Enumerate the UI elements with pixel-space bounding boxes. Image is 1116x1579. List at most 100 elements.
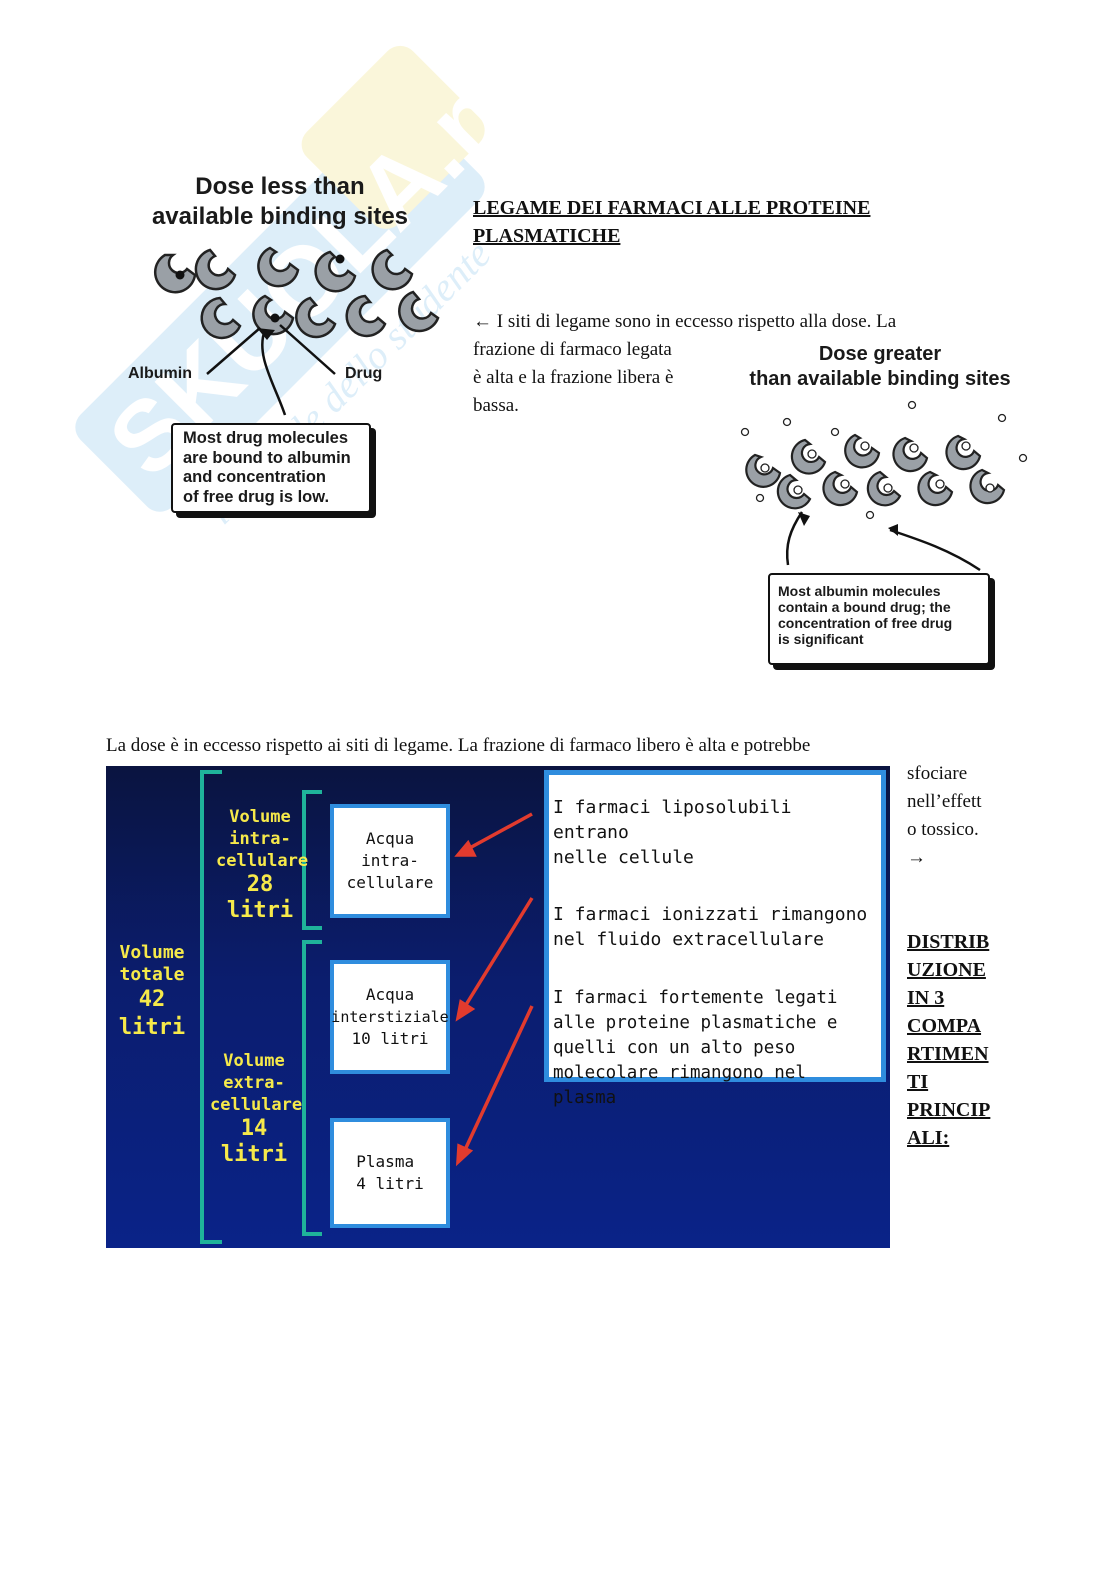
free-drug-icon bbox=[782, 417, 792, 427]
side-text-line2: nell’effett bbox=[907, 791, 982, 812]
intro-line3: è alta e la frazione libera è bbox=[473, 367, 674, 388]
drug-dot-icon bbox=[335, 254, 345, 264]
albumin-icon bbox=[257, 246, 300, 288]
side-heading-line3: IN 3 bbox=[907, 987, 945, 1009]
distribution-diagram: Volume totale 42 litri Volume intra- cel… bbox=[106, 766, 890, 1248]
box-intracellular-line1: Acqua bbox=[365, 829, 415, 848]
albumin-saturated-illustration bbox=[740, 400, 1028, 572]
intro-paragraph: ← I siti di legame sono in eccesso rispe… bbox=[473, 308, 896, 420]
side-heading-line7: PRINCIP bbox=[907, 1099, 991, 1121]
drug-dot-icon bbox=[807, 449, 817, 459]
box-intracellular-line2: intra- bbox=[361, 851, 419, 870]
callout-high-dose-line2: contain a bound drug; the bbox=[778, 599, 951, 615]
label-volume-total-line3: 42 litri bbox=[118, 987, 186, 1040]
info-box: I farmaci liposolubili entrano nelle cel… bbox=[544, 770, 886, 1108]
box-plasma: Plasma 4 litri bbox=[330, 1118, 450, 1228]
label-volume-extra-line2: extra- bbox=[223, 1073, 285, 1093]
box-interstitial-line3: 10 litri bbox=[351, 1029, 429, 1048]
info-b-line1: I farmaci ionizzati rimangono bbox=[553, 904, 868, 925]
figure-low-dose: Dose less than available binding sites bbox=[125, 170, 455, 525]
free-drug-icon bbox=[755, 493, 765, 503]
arrow-intra bbox=[465, 812, 533, 852]
albumin-icon bbox=[945, 434, 982, 471]
box-intracellular-line3: cellulare bbox=[346, 873, 434, 892]
label-drug: Drug bbox=[345, 365, 383, 382]
albumin-icon bbox=[398, 290, 440, 333]
page-heading-text: LEGAME DEI FARMACI ALLE PROTEINE PLASMAT… bbox=[473, 197, 871, 247]
side-heading-line2: UZIONE bbox=[907, 959, 986, 981]
side-heading: DISTRIB UZIONE IN 3 COMPA RTIMEN TI PRIN… bbox=[907, 928, 1017, 1152]
info-c-line3: quelli con un alto peso bbox=[553, 1038, 796, 1058]
page-heading: LEGAME DEI FARMACI ALLE PROTEINE PLASMAT… bbox=[473, 194, 943, 250]
info-a-line2: nelle cellule bbox=[553, 847, 694, 868]
side-heading-line6: TI bbox=[907, 1071, 929, 1093]
label-volume-intra-line2: intra- bbox=[229, 829, 291, 849]
arrow-interstitial bbox=[462, 897, 534, 1009]
side-text-line3: o tossico. bbox=[907, 819, 979, 840]
free-drug-icon bbox=[740, 427, 750, 437]
info-a-line1: I farmaci liposolubili entrano bbox=[553, 797, 792, 843]
figure-low-dose-title-line1: Dose less than bbox=[195, 173, 365, 200]
bracket-total bbox=[200, 770, 222, 1244]
excess-dose-text: La dose è in eccesso rispetto ai siti di… bbox=[106, 735, 811, 756]
label-volume-total-line1: Volume bbox=[119, 942, 185, 963]
drug-dot-icon bbox=[909, 443, 919, 453]
label-volume-intra-line1: Volume bbox=[229, 807, 291, 827]
drug-dot-icon bbox=[760, 463, 770, 473]
intro-line1: ← I siti di legame sono in eccesso rispe… bbox=[473, 311, 897, 332]
callout-high-dose-line3: concentration of free drug bbox=[778, 615, 953, 631]
albumin-icon bbox=[345, 294, 387, 338]
albumin-icon bbox=[194, 248, 237, 291]
figure-high-dose: Dose greater than available binding site… bbox=[730, 340, 1030, 670]
albumin-icon bbox=[866, 470, 902, 507]
callout-low-dose: Most drug molecules are bound to albumin… bbox=[171, 423, 371, 513]
bracket-intra bbox=[302, 790, 322, 930]
info-b-line2: nel fluido extracellulare bbox=[553, 929, 824, 950]
side-text: sfociare nell’effett o tossico. → bbox=[907, 760, 1007, 872]
side-heading-line1: DISTRIB bbox=[907, 931, 990, 953]
box-interstitial-line1: Acqua bbox=[365, 985, 415, 1004]
albumin-icon bbox=[822, 470, 859, 507]
albumin-icon bbox=[745, 453, 782, 488]
albumin-icon bbox=[892, 436, 929, 473]
drug-dot-icon bbox=[860, 441, 870, 451]
side-text-line4: → bbox=[907, 847, 926, 868]
label-volume-intra: Volume intra- cellulare 28 litri bbox=[216, 806, 308, 924]
drug-dot-icon bbox=[270, 313, 280, 323]
callout-low-dose-line1: Most drug molecules bbox=[183, 429, 349, 447]
label-volume-extra-line4: 14 litri bbox=[220, 1116, 288, 1167]
label-volume-extra-line3: cellulare bbox=[210, 1095, 303, 1115]
arrow-plasma bbox=[462, 1005, 534, 1153]
label-albumin: Albumin bbox=[128, 365, 192, 382]
albumin-icon bbox=[776, 473, 812, 510]
label-volume-intra-line4: 28 litri bbox=[226, 872, 294, 923]
albumin-icon bbox=[200, 296, 242, 340]
box-plasma-line1: Plasma bbox=[356, 1152, 415, 1171]
albumin-icon bbox=[790, 438, 827, 475]
albumin-icon bbox=[917, 470, 954, 507]
side-heading-line4: COMPA bbox=[907, 1015, 982, 1037]
callout-low-dose-line2: are bound to albumin bbox=[183, 448, 351, 467]
drug-dot-icon bbox=[175, 270, 185, 280]
figure-high-dose-title-line2: than available binding sites bbox=[749, 368, 1011, 390]
albumin-icon bbox=[153, 253, 197, 294]
free-drug-icon bbox=[830, 427, 840, 437]
callout-low-dose-line3: and concentration bbox=[183, 468, 327, 486]
albumin-illustration bbox=[153, 246, 440, 416]
side-heading-line5: RTIMEN bbox=[907, 1043, 989, 1065]
intro-line2: frazione di farmaco legata bbox=[473, 339, 672, 360]
free-drug-icon bbox=[907, 400, 917, 410]
label-volume-total-line2: totale bbox=[119, 964, 185, 985]
drug-dot-icon bbox=[840, 479, 850, 489]
albumin-icon bbox=[314, 250, 357, 293]
callout-high-dose: Most albumin molecules contain a bound d… bbox=[768, 573, 990, 665]
arrow-head-icon bbox=[455, 1143, 474, 1167]
figure-high-dose-title-line1: Dose greater bbox=[818, 343, 942, 365]
box-intracellular-water: Acqua intra- cellulare bbox=[330, 804, 450, 918]
drug-dot-icon bbox=[793, 485, 803, 495]
figure-low-dose-title-line2: available binding sites bbox=[151, 203, 409, 230]
box-interstitial-line2: interstiziale bbox=[331, 1008, 449, 1026]
side-text-line1: sfociare bbox=[907, 763, 968, 784]
free-drug-icon bbox=[1018, 453, 1028, 463]
drug-dot-icon bbox=[935, 479, 945, 489]
